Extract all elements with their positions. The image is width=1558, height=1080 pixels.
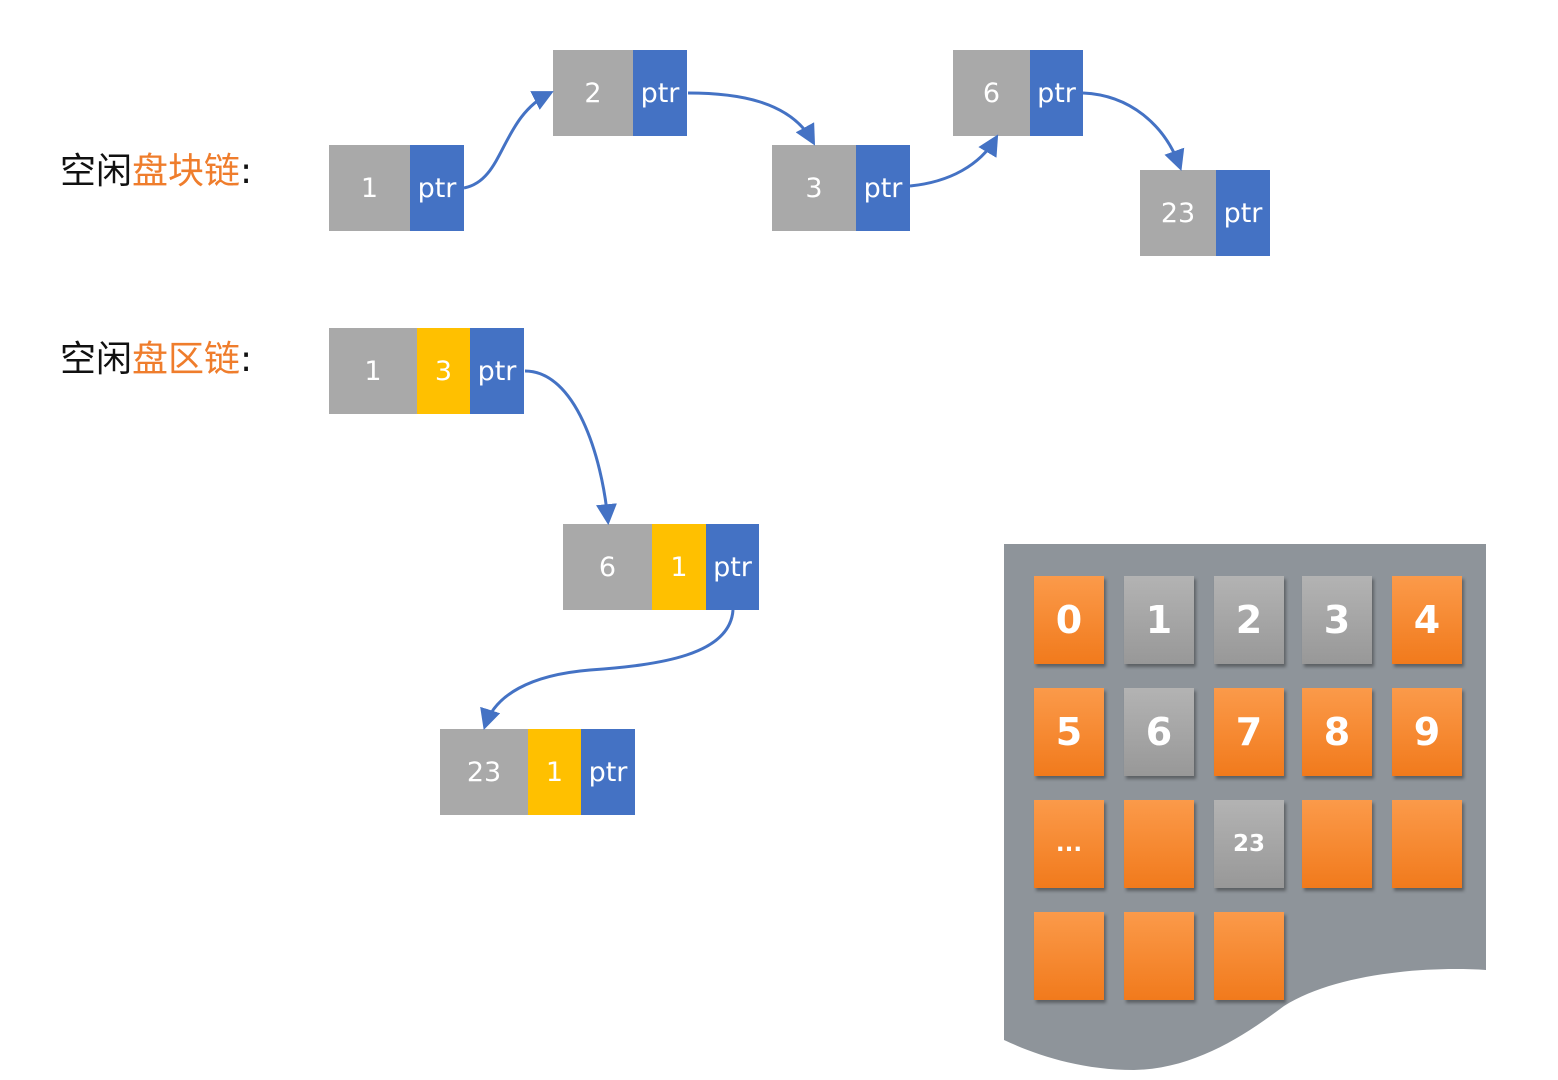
block-number: 1: [329, 145, 410, 231]
arrow-zone-1-to-6: [524, 369, 617, 526]
zone-start-block: 23: [440, 729, 528, 815]
disk-block-tile: 8: [1302, 688, 1372, 776]
block-chain-label-prefix: 空闲: [60, 151, 133, 192]
disk-block-tile: [1124, 800, 1194, 888]
zone-start-block: 1: [329, 328, 417, 414]
block-pointer: ptr: [633, 50, 687, 136]
block-number: 3: [772, 145, 856, 231]
zone-block-count: 1: [652, 524, 706, 610]
block-chain-label-highlight: 盘块链: [132, 151, 241, 192]
block-node-1: 1 ptr: [329, 145, 464, 231]
disk-block-tile: 9: [1392, 688, 1462, 776]
disk-block-tile: 6: [1124, 688, 1194, 776]
arrow-block-1-to-2: [463, 91, 554, 190]
zone-start-block: 6: [563, 524, 652, 610]
zone-block-count: 3: [417, 328, 470, 414]
block-node-2: 2 ptr: [553, 50, 687, 136]
zone-pointer: ptr: [470, 328, 524, 414]
arrow-block-2-to-3: [687, 91, 816, 146]
block-chain-label: 空闲盘块链:: [60, 154, 252, 190]
zone-block-count: 1: [528, 729, 581, 815]
zone-pointer: ptr: [706, 524, 759, 610]
zone-chain-label-highlight: 盘区链: [132, 339, 241, 380]
arrow-block-3-to-6: [909, 134, 999, 188]
block-pointer: ptr: [1216, 170, 1270, 256]
disk-block-tile: 5: [1034, 688, 1104, 776]
disk-block-tile: 2: [1214, 576, 1284, 664]
zone-chain-label: 空闲盘区链:: [60, 342, 252, 378]
block-node-3: 3 ptr: [772, 145, 910, 231]
block-number: 23: [1140, 170, 1216, 256]
block-node-4: 6 ptr: [953, 50, 1083, 136]
zone-chain-label-suffix: :: [240, 339, 253, 380]
zone-node-1: 1 3 ptr: [329, 328, 524, 414]
block-pointer: ptr: [856, 145, 910, 231]
disk-block-tile: [1302, 800, 1372, 888]
disk-block-tile: [1124, 912, 1194, 1000]
block-pointer: ptr: [1030, 50, 1083, 136]
disk-block-tile: 0: [1034, 576, 1104, 664]
disk-block-tile: 3: [1302, 576, 1372, 664]
zone-chain-label-prefix: 空闲: [60, 339, 133, 380]
disk-block-tile: [1034, 912, 1104, 1000]
disk-block-tile: 23: [1214, 800, 1284, 888]
disk-block-tile: [1214, 912, 1284, 1000]
zone-node-3: 23 1 ptr: [440, 729, 635, 815]
disk-block-tile: [1392, 800, 1462, 888]
block-chain-label-suffix: :: [240, 151, 253, 192]
arrow-zone-6-to-23: [480, 609, 735, 730]
disk-block-tile: 7: [1214, 688, 1284, 776]
block-node-5: 23 ptr: [1140, 170, 1270, 256]
zone-node-2: 6 1 ptr: [563, 524, 759, 610]
arrow-block-6-to-23: [1082, 91, 1185, 171]
zone-pointer: ptr: [581, 729, 635, 815]
disk-block-tile: ...: [1034, 800, 1104, 888]
disk-block-tile: 1: [1124, 576, 1194, 664]
block-number: 6: [953, 50, 1030, 136]
block-number: 2: [553, 50, 633, 136]
block-pointer: ptr: [410, 145, 464, 231]
disk-block-tile: 4: [1392, 576, 1462, 664]
